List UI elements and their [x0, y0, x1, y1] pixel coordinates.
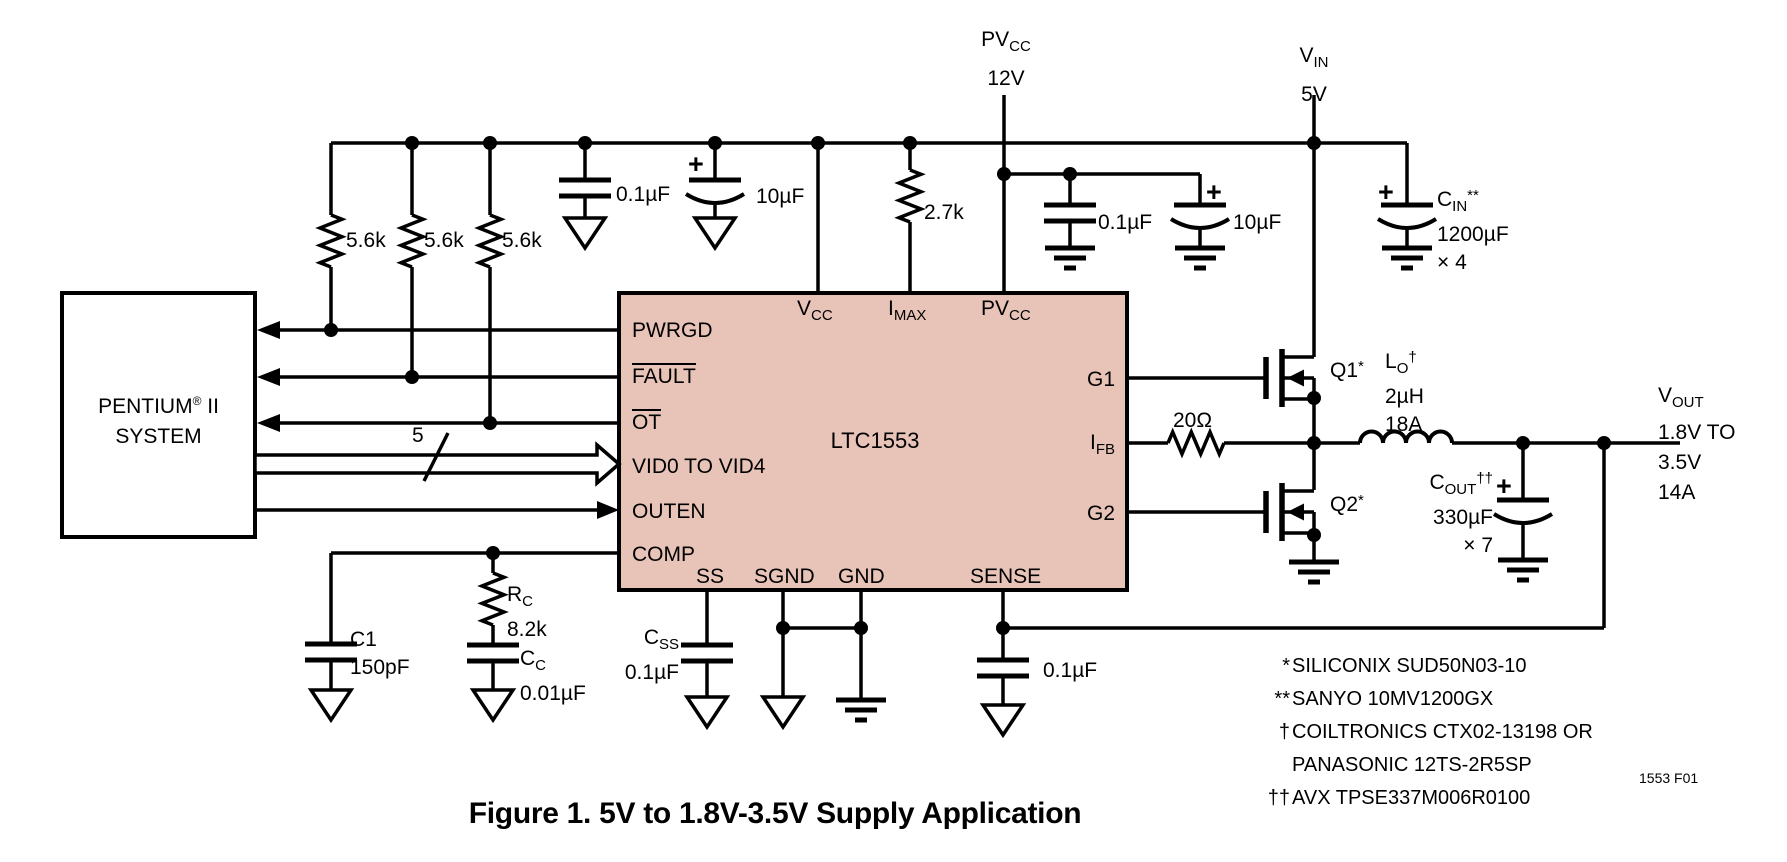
bus-width-label: 5	[412, 424, 424, 447]
pin-sense: SENSE	[970, 565, 1042, 588]
cap-pvcc-bulk-value: 10µF	[1233, 211, 1282, 234]
box-input-arrows	[257, 321, 280, 432]
mosfet-q2-label: Q2*	[1330, 492, 1364, 516]
inductor-lo	[1358, 429, 1454, 444]
resistor-20ohm	[1166, 430, 1226, 456]
wires	[255, 95, 1680, 705]
resistor-20ohm-value: 20Ω	[1173, 409, 1213, 432]
cap-cc-label: CC 0.01µF	[520, 647, 586, 705]
resistor-imax	[897, 168, 923, 224]
resistor-r1	[318, 213, 344, 269]
cap-cout-label: COUT†† 330µF × 7	[1429, 470, 1493, 557]
pin-ss: SS	[696, 565, 725, 588]
pin-pwrgd: PWRGD	[632, 319, 713, 342]
pin-vid: VID0 TO VID4	[632, 455, 766, 478]
supply-vin-label: VIN 5V	[1299, 44, 1329, 106]
plus-sign-cin: +	[1378, 177, 1394, 207]
note-line: †COILTRONICS CTX02-13198 OR	[1278, 721, 1593, 743]
vout-label: VOUT 1.8V TO 3.5V 14A	[1658, 384, 1736, 504]
pin-ot: OT	[632, 409, 662, 434]
cap-cin-label: CIN** 1200µF × 4	[1437, 187, 1509, 274]
pin-gnd: GND	[838, 565, 885, 588]
pin-imax: IMAX	[888, 297, 927, 324]
junction-dots	[324, 136, 1611, 635]
pin-outen: OUTEN	[632, 500, 706, 523]
ground-gnd	[836, 700, 886, 720]
pin-ifb: IFB	[1089, 431, 1115, 458]
note-line: **SANYO 10MV1200GX	[1274, 688, 1494, 710]
figure-ref: 1553 F01	[1639, 770, 1699, 786]
cap-pvcc-bypass-value: 0.1µF	[1098, 211, 1153, 234]
plus-sign-pvcc-bulk: +	[1206, 177, 1222, 207]
pin-vcc: VCC	[797, 297, 833, 324]
note-line: *SILICONIX SUD50N03-10	[1282, 655, 1527, 677]
cap-vcc-bulk-value: 10µF	[756, 185, 805, 208]
pin-fault: FAULT	[632, 363, 696, 388]
pentium-system-label: PENTIUM® II SYSTEM	[98, 394, 219, 448]
note-line: PANASONIC 12TS-2R5SP	[1292, 754, 1532, 776]
cap-sense-value: 0.1µF	[1043, 659, 1098, 682]
cap-vcc-bypass-value: 0.1µF	[616, 183, 671, 206]
cap-css-label: CSS 0.1µF	[624, 626, 679, 684]
ic-body	[617, 291, 1129, 592]
resistor-r2	[399, 213, 425, 269]
ground-sgnd	[761, 695, 805, 729]
note-line: ††AVX TPSE337M006R0100	[1267, 787, 1531, 809]
resistor-rc-label: RC 8.2k	[507, 583, 547, 641]
resistor-rc	[480, 571, 506, 627]
ic-name: LTC1553	[830, 428, 920, 453]
mosfet-q2	[1266, 483, 1314, 541]
resistor-r2-value: 5.6k	[424, 229, 464, 252]
vid-bus-arrow	[253, 441, 622, 487]
resistor-imax-value: 2.7k	[924, 201, 964, 224]
notes-block: *SILICONIX SUD50N03-10 **SANYO 10MV1200G…	[1256, 650, 1593, 815]
cap-c1-label: C1 150pF	[350, 628, 410, 679]
inductor-label: LO† 2µH 18A	[1385, 349, 1424, 436]
figure-caption: Figure 1. 5V to 1.8V-3.5V Supply Applica…	[468, 797, 1082, 830]
supply-pvcc-label: PVCC 12V	[981, 28, 1031, 90]
pin-pvcc: PVCC	[981, 297, 1031, 324]
pin-comp: COMP	[632, 543, 695, 566]
plus-sign-vcc-bulk: +	[688, 149, 704, 179]
pin-g1: G1	[1086, 368, 1115, 391]
pentium-system-box	[60, 291, 257, 539]
mosfet-q1	[1266, 349, 1314, 407]
plus-sign-cout: +	[1496, 471, 1512, 501]
mosfet-q1-label: Q1*	[1330, 358, 1364, 382]
resistor-r1-value: 5.6k	[346, 229, 386, 252]
pin-sgnd: SGND	[754, 565, 815, 588]
outen-arrow	[597, 501, 619, 519]
resistor-r3-value: 5.6k	[502, 229, 542, 252]
ground-q2	[1289, 562, 1339, 582]
resistor-r3	[477, 213, 503, 269]
pin-g2: G2	[1086, 502, 1115, 525]
bus-width-slash	[422, 432, 450, 482]
